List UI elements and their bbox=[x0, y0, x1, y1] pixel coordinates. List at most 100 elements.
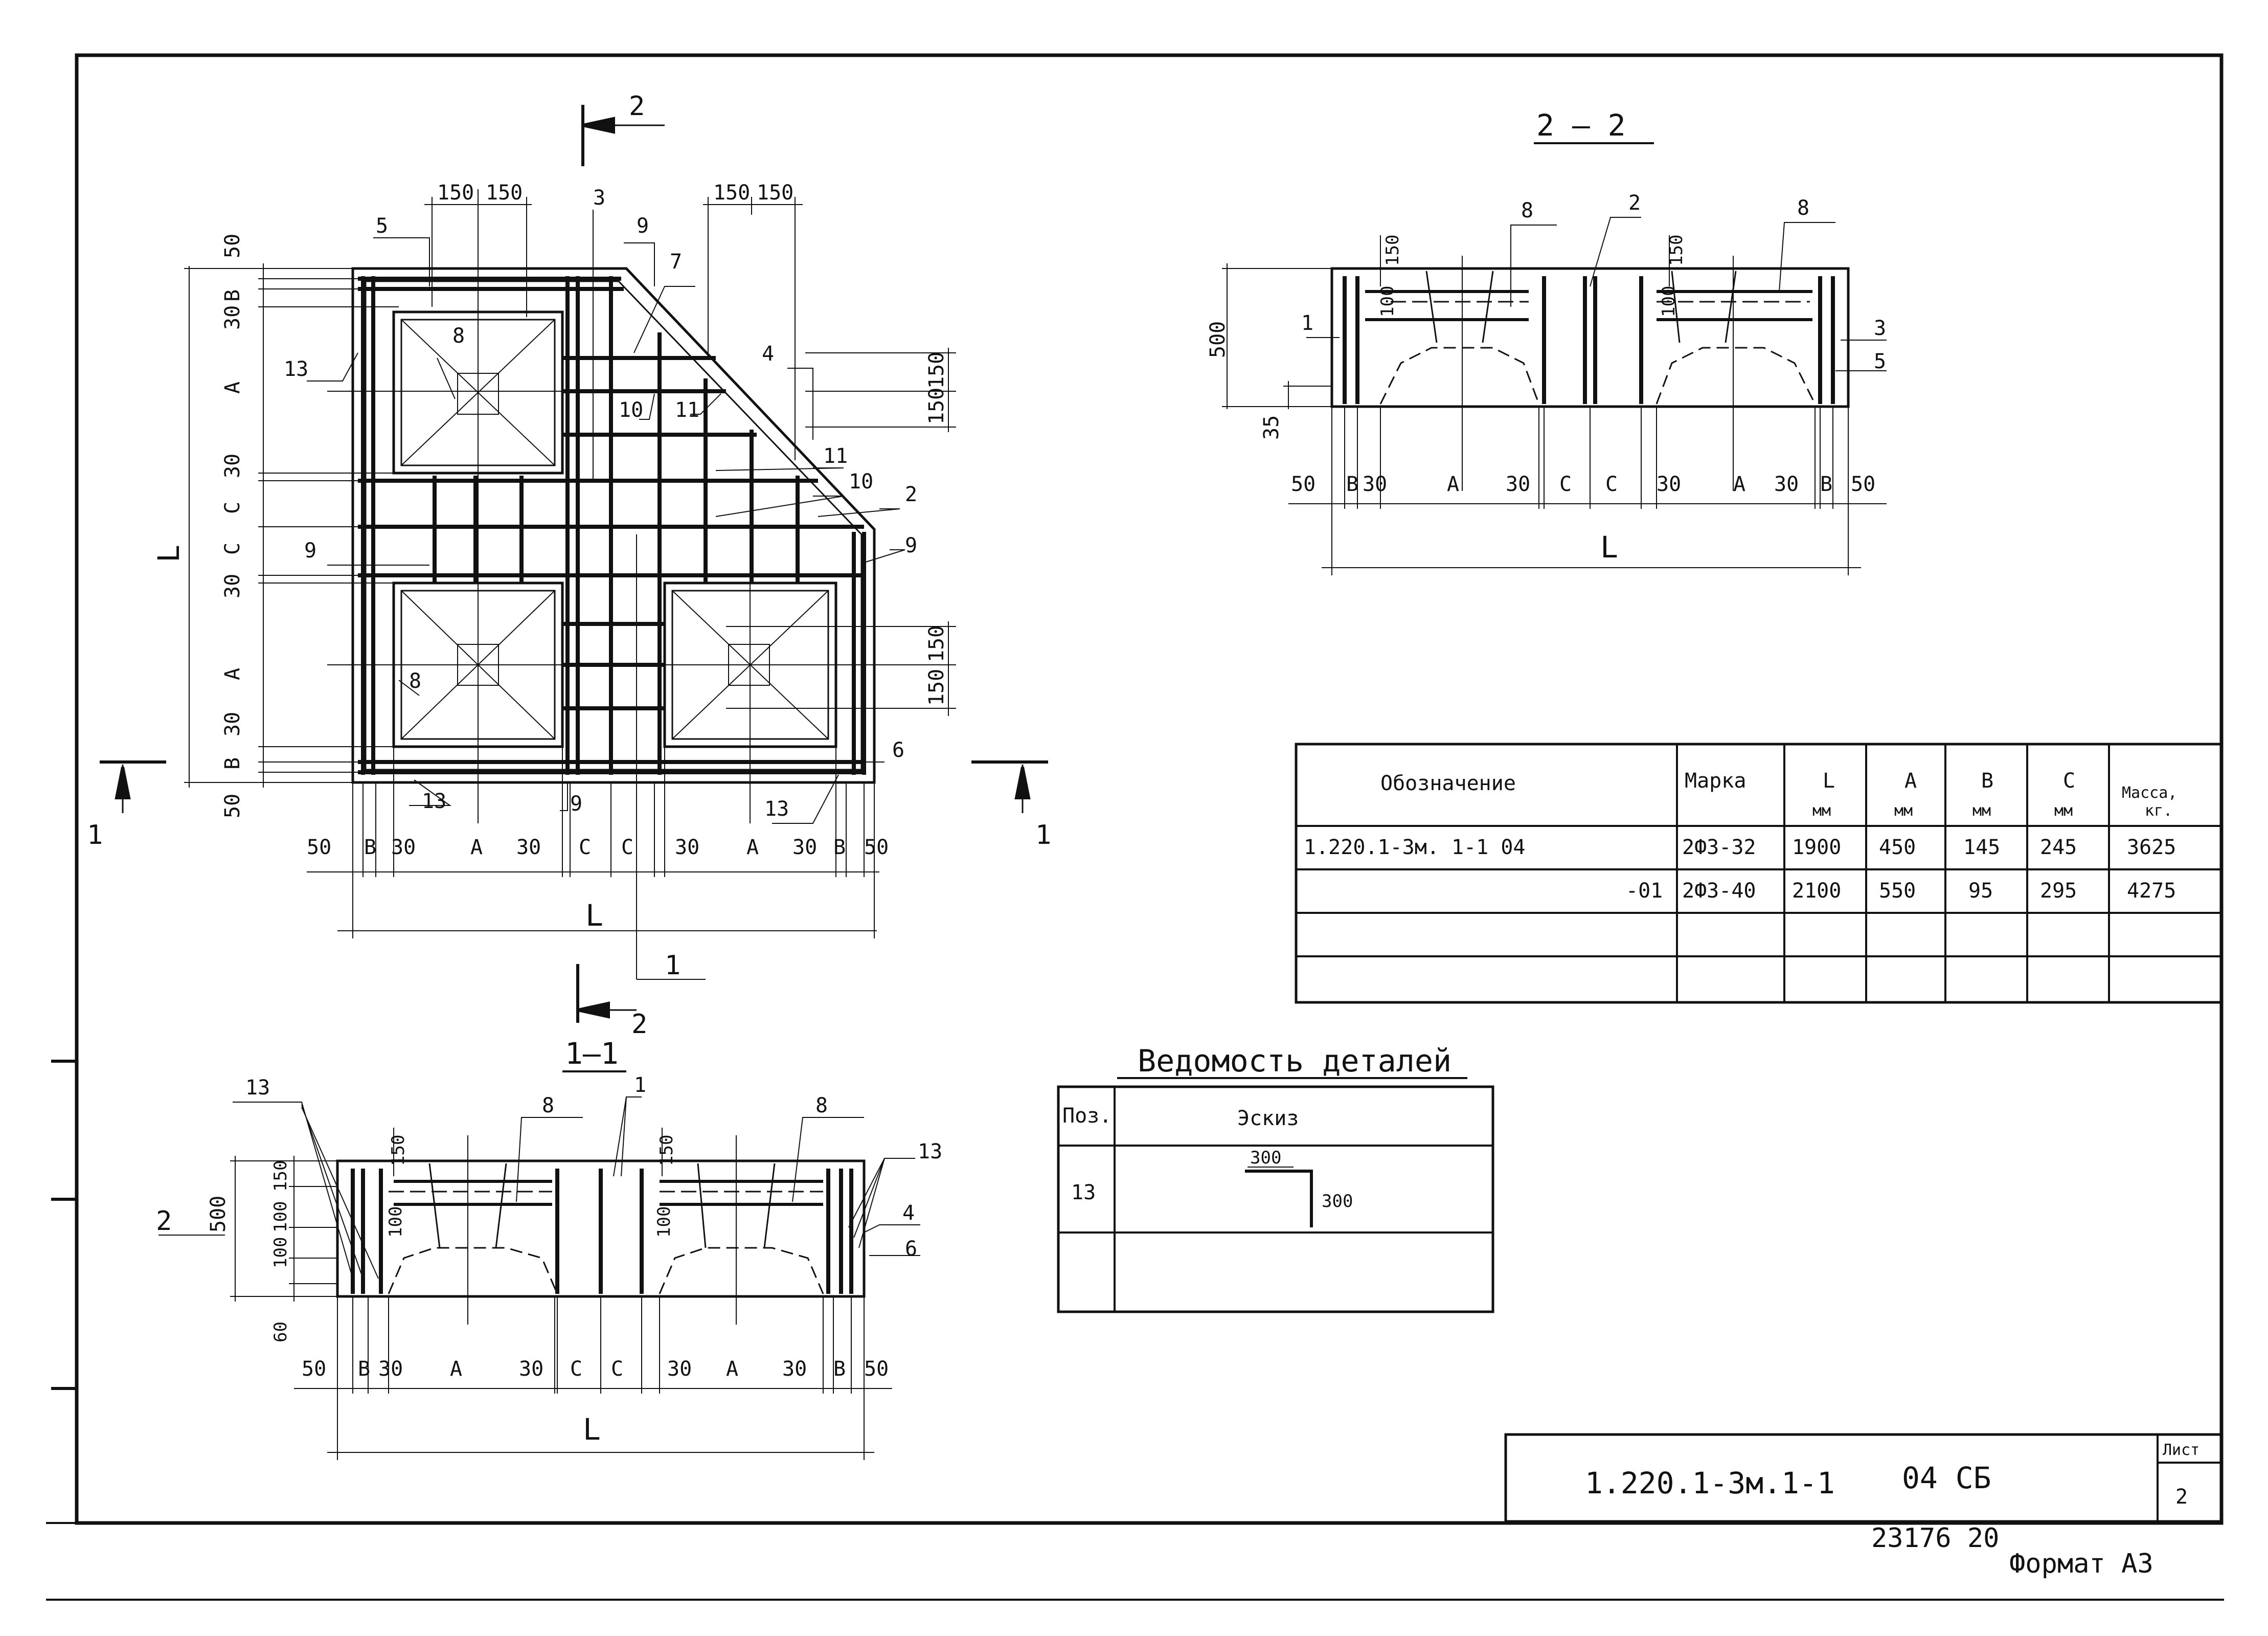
section-2-2-bottom-50-left: 50 bbox=[1291, 473, 1316, 496]
section-2-2-leaders bbox=[1306, 217, 1887, 371]
section-2-2-bottom-a-left: A bbox=[1447, 473, 1459, 496]
plan-left-dim-b-top: B bbox=[221, 289, 244, 302]
section-1-1-callout-6: 6 bbox=[905, 1237, 917, 1261]
section-1-1-bottom-b-right: B bbox=[833, 1357, 846, 1381]
section-2-2-bottom-c2: C bbox=[1605, 473, 1618, 496]
plan-callout-11-right: 11 bbox=[823, 444, 848, 468]
plan-callout-13-left: 13 bbox=[284, 357, 308, 381]
details-row1-pos: 13 bbox=[1071, 1181, 1096, 1204]
section-1-1-dim-150-left: 150 bbox=[388, 1135, 409, 1166]
plan-bottom-dim-a-left: A bbox=[470, 836, 483, 859]
section-1-1-bottom-30-3: 30 bbox=[667, 1357, 692, 1381]
plan-callout-9-left: 9 bbox=[304, 539, 316, 563]
plan-callout-11-mid: 11 bbox=[675, 398, 699, 422]
plan-callout-4: 4 bbox=[762, 342, 774, 366]
spec-row2-mass: 4275 bbox=[2127, 879, 2176, 903]
spec-table: Обозначение Марка L мм A мм B мм C мм Ма… bbox=[1295, 743, 2223, 1004]
plan-bottom-dim-b-right: B bbox=[833, 836, 846, 859]
section-1-1-callout-13-right: 13 bbox=[918, 1140, 942, 1163]
section-2-2-height-35: 35 bbox=[1260, 415, 1283, 440]
spec-header-C-unit: мм bbox=[2054, 802, 2073, 820]
section-2-2-outline bbox=[1330, 267, 1850, 408]
plan-callout-1: 1 bbox=[665, 950, 681, 981]
title-block-suffix: 04 СБ bbox=[1902, 1461, 1991, 1495]
section-1-1-callout-8-right: 8 bbox=[815, 1094, 828, 1117]
plan-top-dim-2: 150 bbox=[486, 181, 523, 205]
section-2-2-left-dims bbox=[1222, 235, 1670, 409]
spec-header-mass: Масса, bbox=[2122, 784, 2177, 802]
section-mark-2-top: 2 bbox=[629, 91, 645, 122]
spec-row2-designation: -01 bbox=[1626, 879, 1663, 903]
plan-callout-9-right: 9 bbox=[905, 534, 917, 557]
spec-row1-mass: 3625 bbox=[2127, 836, 2176, 859]
section-arrow-1-right bbox=[971, 760, 1048, 813]
plan-callout-5: 5 bbox=[376, 214, 388, 238]
section-1-1-rebar bbox=[351, 1169, 853, 1294]
section-arrow-2-bottom bbox=[576, 964, 637, 1023]
plan-left-dim-30-bottom: 30 bbox=[221, 712, 244, 736]
section-2-2-callout-2: 2 bbox=[1628, 191, 1641, 215]
plan-bottom-dim-50-left: 50 bbox=[307, 836, 331, 859]
plan-callout-3: 3 bbox=[593, 186, 605, 210]
section-1-1-bottom-a-right: A bbox=[726, 1357, 738, 1381]
plan-top-dim-4: 150 bbox=[757, 181, 793, 205]
section-1-1-callout-8-left: 8 bbox=[542, 1094, 554, 1117]
section-2-2-height-500: 500 bbox=[1206, 321, 1230, 358]
spec-row1-B: 145 bbox=[1963, 836, 2000, 859]
plan-left-dim-30-low: 30 bbox=[221, 574, 244, 598]
plan-left-dim-a-top: A bbox=[221, 382, 244, 394]
footer-inventory-number: 23176 20 bbox=[1871, 1523, 1999, 1554]
plan-bottom-dim-30-2: 30 bbox=[516, 836, 541, 859]
plan-top-dim-3: 150 bbox=[713, 181, 750, 205]
plan-callout-13-bottom-right: 13 bbox=[764, 797, 789, 821]
section-2-2-callout-1: 1 bbox=[1301, 311, 1313, 335]
section-1-1-left-dims bbox=[230, 1128, 663, 1302]
details-table: Ведомость деталей Поз. Эскиз 13 300 300 bbox=[1057, 1043, 1494, 1313]
section-2-2-bottom-30-2: 30 bbox=[1506, 473, 1530, 496]
section-2-2-bottom-a-right: A bbox=[1733, 473, 1745, 496]
section-arrow-1-left bbox=[100, 760, 166, 813]
section-2-2-dim-150-left: 150 bbox=[1382, 235, 1403, 266]
section-1-1-leaders bbox=[158, 1096, 920, 1279]
section-1-1-title-mark: 2 bbox=[631, 1009, 647, 1040]
plan-left-dim-b-bottom: B bbox=[221, 757, 244, 770]
title-block: 1.220.1-3м.1-1 04 СБ Лист 2 bbox=[1504, 1433, 2223, 1523]
section-1-1-dim-100-right: 100 bbox=[654, 1206, 674, 1238]
section-1-1-callout-1: 1 bbox=[634, 1073, 646, 1097]
spec-row2-B: 95 bbox=[1968, 879, 1993, 903]
spec-header-L-unit: мм bbox=[1812, 802, 1831, 820]
plan-callout-2: 2 bbox=[905, 483, 917, 506]
plan-callout-7: 7 bbox=[670, 250, 682, 274]
section-2-2: 2 — 2 bbox=[1206, 108, 1887, 575]
plan-bottom-dim-30-4: 30 bbox=[792, 836, 817, 859]
section-2-2-bottom-30-1: 30 bbox=[1363, 473, 1387, 496]
plan-left-dim-50-top: 50 bbox=[221, 234, 244, 258]
plan-right-dimensions bbox=[726, 348, 956, 716]
plan-left-overall: L bbox=[151, 545, 186, 563]
details-row1-dim-top: 300 bbox=[1250, 1148, 1281, 1168]
plan-bottom-dim-c1: C bbox=[579, 836, 591, 859]
plan-bottom-dim-30-1: 30 bbox=[391, 836, 416, 859]
details-row1-dim-side: 300 bbox=[1322, 1191, 1353, 1212]
spec-header-A: A bbox=[1904, 769, 1917, 793]
section-1-1-callout-4: 4 bbox=[902, 1201, 915, 1225]
spec-row2-A: 550 bbox=[1879, 879, 1916, 903]
section-2-2-callout-8-right: 8 bbox=[1797, 196, 1809, 220]
plan-outline bbox=[351, 267, 876, 784]
section-1-1-height-100b: 100 bbox=[270, 1237, 291, 1268]
section-1-1-bottom-b-left: B bbox=[358, 1357, 370, 1381]
details-col-sketch: Эскиз bbox=[1237, 1107, 1299, 1130]
spec-row1-designation: 1.220.1-3м. 1-1 04 bbox=[1304, 836, 1525, 859]
plan-right-dim-1: 150 bbox=[925, 352, 948, 389]
plan-callout-10-right: 10 bbox=[849, 470, 873, 494]
plan-left-dim-c2: C bbox=[221, 543, 244, 555]
plan-callout-9-bottom: 9 bbox=[570, 792, 582, 816]
section-1-1-callout-2: 2 bbox=[156, 1206, 172, 1237]
spec-row2-L: 2100 bbox=[1792, 879, 1841, 903]
section-1-1-bottom-50-left: 50 bbox=[302, 1357, 326, 1381]
plan-right-dim-3: 150 bbox=[925, 625, 948, 662]
section-1-1-overall: L bbox=[583, 1412, 601, 1447]
section-2-2-bottom-c1: C bbox=[1559, 473, 1572, 496]
plan-bottom-dim-c2: C bbox=[621, 836, 633, 859]
